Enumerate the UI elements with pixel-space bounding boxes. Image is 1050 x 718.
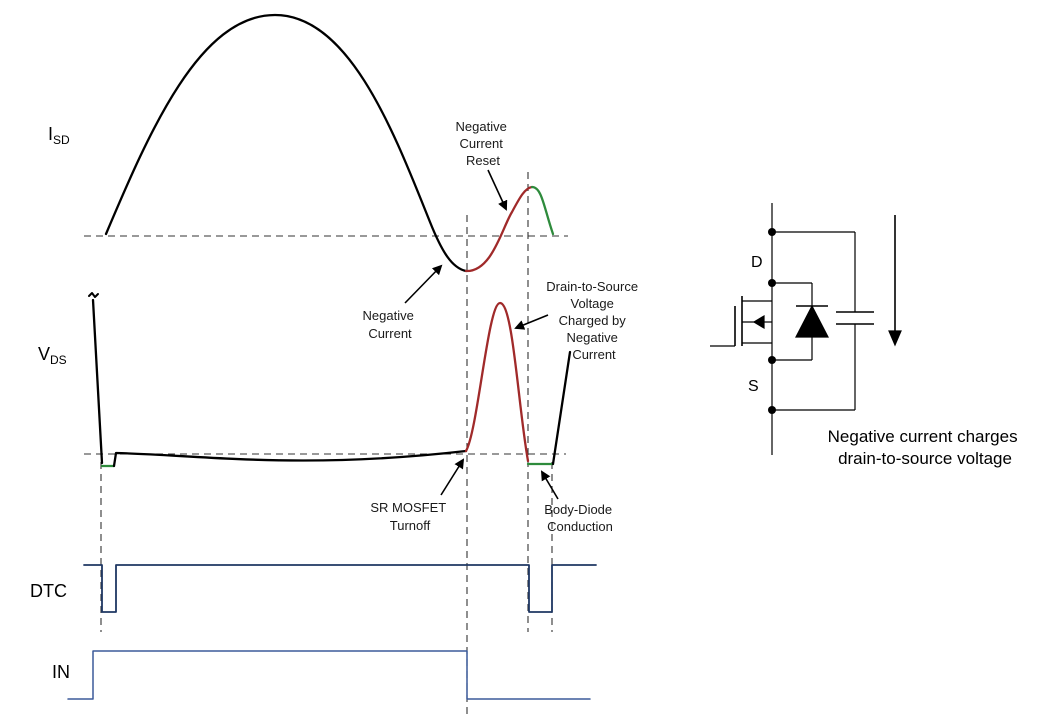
node-dot-source xyxy=(768,356,776,364)
arrow-negative-current-reset xyxy=(487,169,508,211)
annotation-negative-current: Negative Current xyxy=(363,308,418,341)
annotation-drain-to-source: Drain-to-Source Voltage Charged by Negat… xyxy=(546,279,641,362)
diode-triangle-icon xyxy=(795,304,829,338)
drain-label: D xyxy=(751,254,763,271)
mosfet-circuit xyxy=(710,203,902,455)
annotation-sr-mosfet-turnoff: SR MOSFET Turnoff xyxy=(370,500,449,533)
dtc-label: DTC xyxy=(30,581,67,601)
isd-label: ISD xyxy=(48,124,70,147)
node-dot-top xyxy=(768,228,776,236)
circuit-caption: Negative current charges drain-to-source… xyxy=(828,427,1023,468)
annotation-negative-current-reset: Negative Current Reset xyxy=(456,119,511,168)
vds-charged-segment xyxy=(464,301,530,463)
mosfet-arrow-icon xyxy=(752,314,765,330)
isd-negative-reset-segment xyxy=(464,185,534,273)
vds-waveform-conduction xyxy=(112,449,468,468)
arrow-negative-current xyxy=(404,264,443,304)
vds-waveform-start xyxy=(91,298,104,465)
arrow-drain-to-source xyxy=(514,314,549,330)
node-dot-drain xyxy=(768,279,776,287)
in-waveform xyxy=(67,650,591,700)
arrow-body-diode xyxy=(540,470,559,500)
isd-waveform xyxy=(104,13,468,273)
arrow-sr-mosfet-turnoff xyxy=(440,458,465,496)
isd-post-reset-segment xyxy=(530,185,555,236)
annotation-body-diode-conduction: Body-Diode Conduction xyxy=(544,502,616,534)
node-dot-bottom xyxy=(768,406,776,414)
current-direction-arrow-icon xyxy=(888,330,902,347)
vds-label: VDS xyxy=(38,344,67,367)
dtc-waveform xyxy=(83,564,597,613)
vds-waveform-end xyxy=(551,350,572,466)
in-label: IN xyxy=(52,662,70,682)
source-label: S xyxy=(748,378,759,395)
vds-break-mark xyxy=(88,292,99,298)
